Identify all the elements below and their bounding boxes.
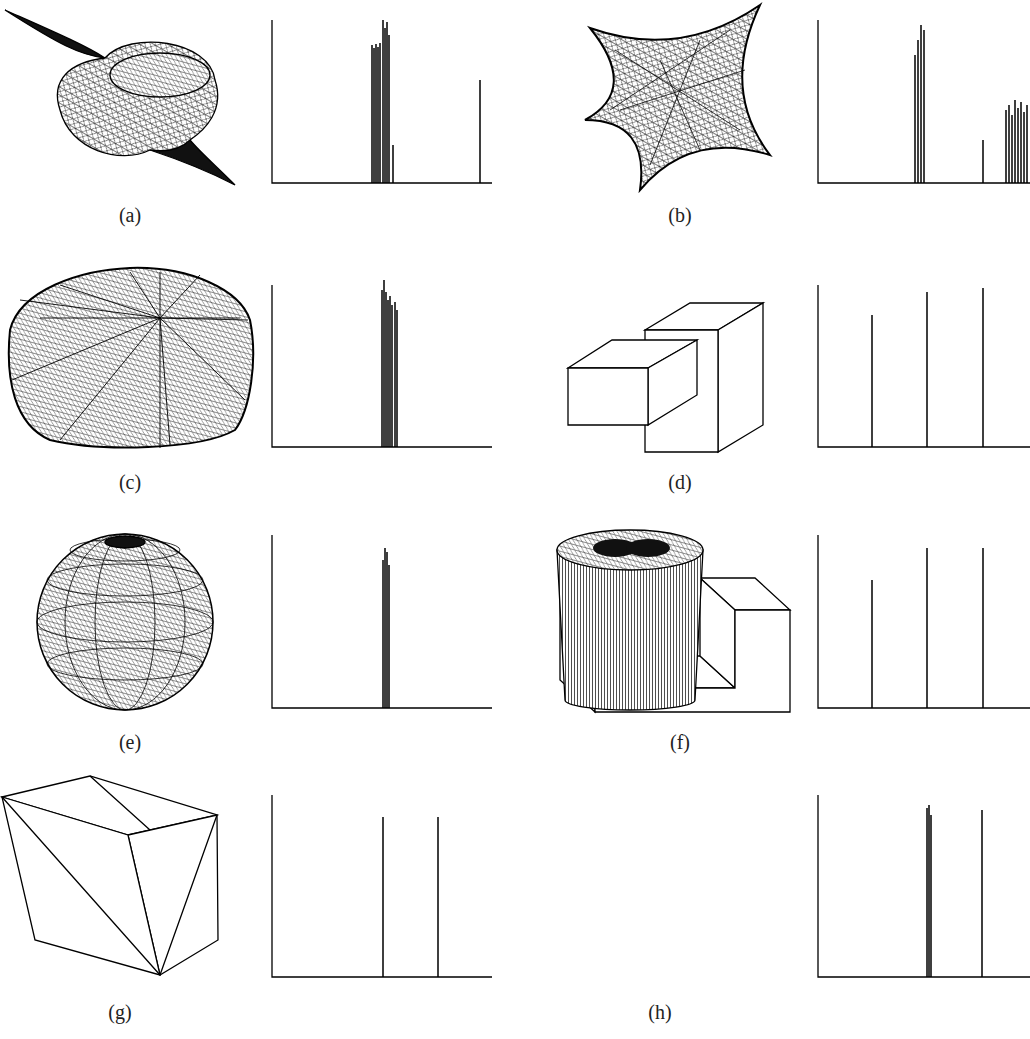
panel-label: (c): [119, 471, 141, 494]
shape-a: [5, 10, 235, 185]
plot-a: [272, 20, 492, 183]
plot-g: [272, 795, 492, 977]
panel-label: (g): [108, 1001, 131, 1024]
plot-f: [818, 535, 1030, 708]
shape-d: [568, 303, 763, 452]
shape-h: [557, 530, 703, 710]
shape-e: [37, 534, 213, 710]
plot-h: [818, 795, 1030, 977]
panel-label: (d): [668, 471, 691, 494]
shape-c: [9, 268, 253, 448]
plot-c: [272, 280, 492, 447]
shape-g: [2, 776, 218, 975]
panel-label: (h): [648, 1001, 671, 1024]
panel-label: (f): [670, 731, 690, 754]
panel-label: (e): [119, 731, 141, 754]
plot-b: [818, 20, 1030, 183]
panel-label: (b): [668, 204, 691, 227]
plot-e: [272, 535, 492, 708]
plot-d: [818, 285, 1030, 447]
shape-b: [585, 5, 770, 190]
panel-label: (a): [119, 204, 141, 227]
